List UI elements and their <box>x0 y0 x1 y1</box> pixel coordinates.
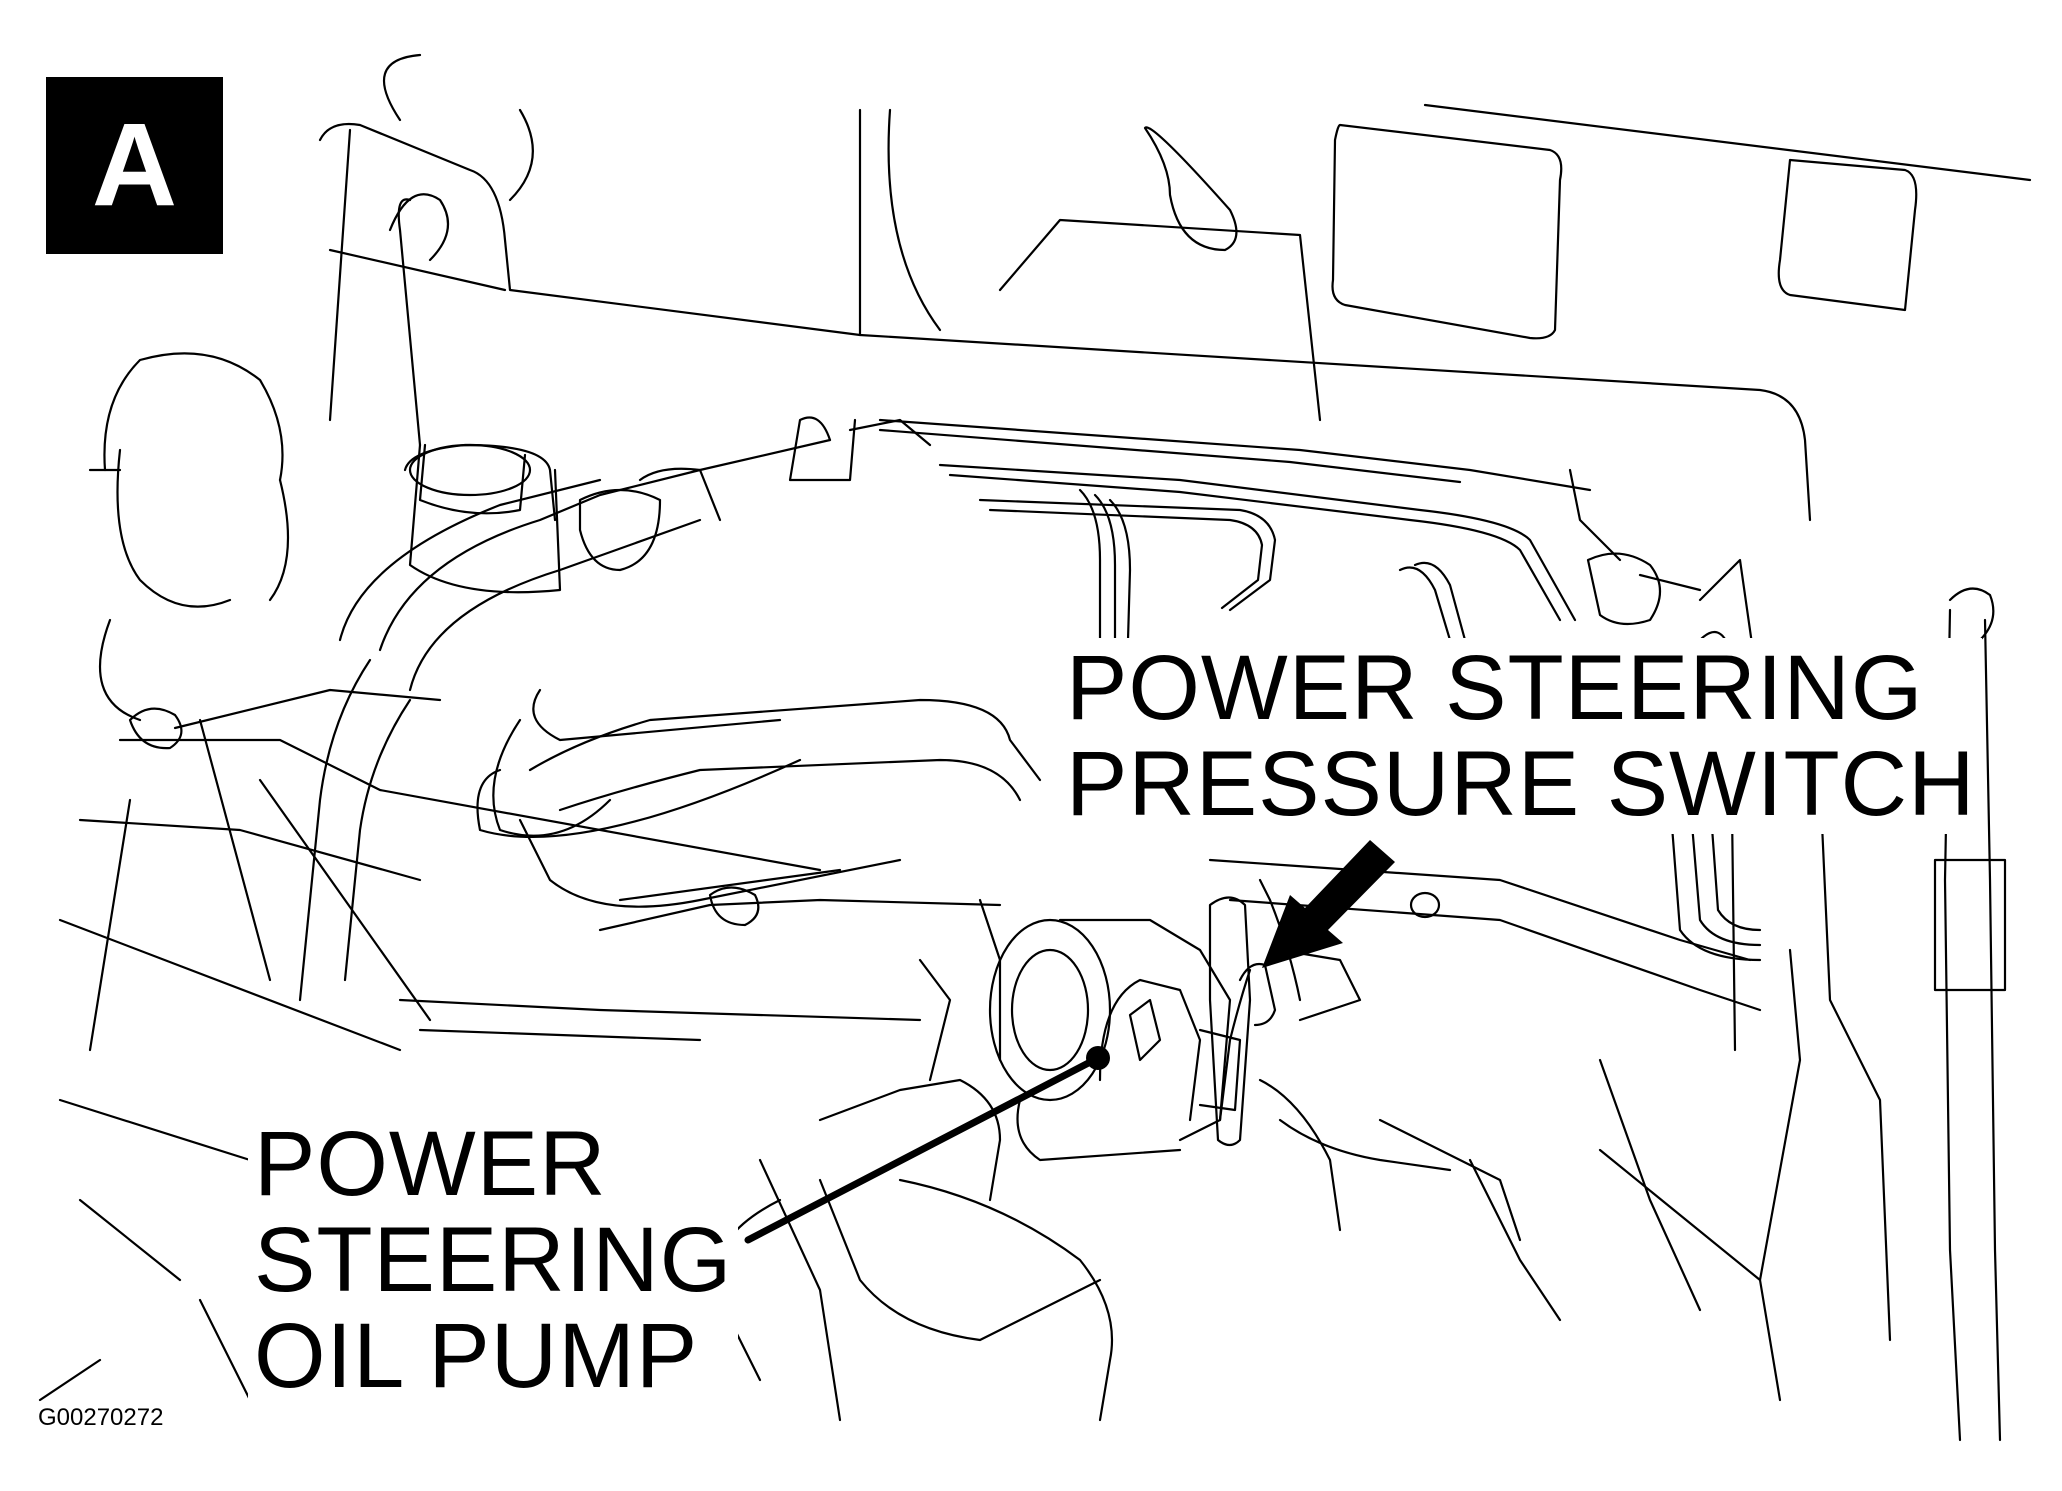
figure-badge: A <box>46 77 223 254</box>
hoses <box>298 416 1042 1002</box>
pressure-switch-callout-line1: POWER STEERING <box>1066 637 1924 739</box>
brake-lines <box>878 418 1762 702</box>
left-canister <box>88 352 290 722</box>
oil-pump <box>715 898 1242 1422</box>
frame-lines <box>38 718 922 1402</box>
figure-id: G00270272 <box>38 1404 164 1431</box>
oil-pump-callout: POWER STEERING OIL PUMP <box>248 1113 739 1407</box>
oil-pump-callout-line2: STEERING <box>254 1209 733 1311</box>
pressure-switch-callout-line2: PRESSURE SWITCH <box>1066 733 1976 835</box>
reservoir <box>388 193 562 594</box>
pressure-switch-callout: POWER STEERING PRESSURE SWITCH <box>1060 638 1982 834</box>
pressure-switch <box>1208 878 1522 1242</box>
oil-pump-callout-line1: POWER <box>254 1113 607 1215</box>
pump-leader <box>744 1046 1110 1244</box>
harness <box>128 688 1762 1012</box>
upper-panels <box>318 53 2032 522</box>
oil-pump-callout-line3: OIL PUMP <box>254 1305 699 1407</box>
switch-arrow <box>1262 840 1395 968</box>
